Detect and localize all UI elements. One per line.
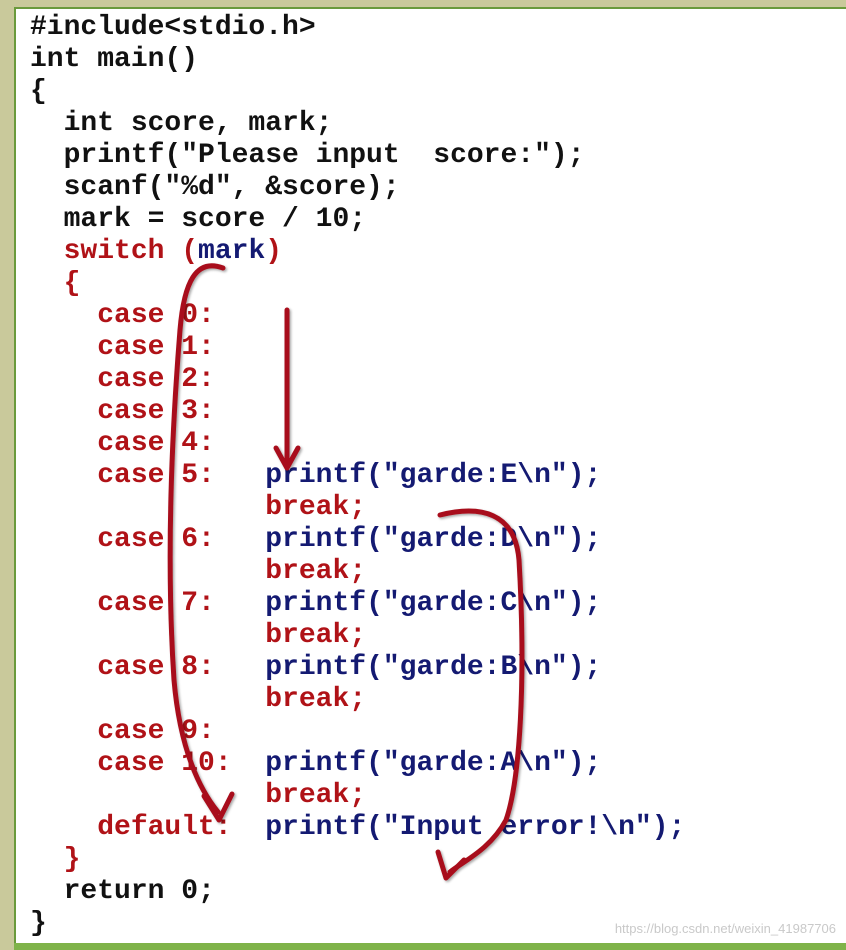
code-token: case 2: — [30, 364, 215, 395]
code-token: switch ( — [30, 236, 199, 267]
code-line: scanf("%d", &score); — [30, 172, 685, 204]
code-line: int score, mark; — [30, 108, 685, 140]
code-token — [30, 780, 265, 811]
code-token: { — [30, 76, 47, 107]
code-token: printf("garde:E\n"); — [265, 460, 602, 491]
code-token: break; — [265, 684, 367, 715]
code-token: printf("garde:D\n"); — [265, 524, 602, 555]
code-token: case 10: — [30, 748, 266, 779]
code-token: ) — [265, 236, 283, 267]
code-token: case 0: — [30, 300, 215, 331]
code-line: switch (mark) — [30, 236, 685, 268]
code-token: return 0; — [30, 876, 215, 907]
code-token: int score, mark; — [30, 108, 333, 139]
code-line: } — [30, 844, 685, 876]
code-token: break; — [265, 780, 367, 811]
code-token — [30, 684, 265, 715]
code-line: break; — [30, 780, 685, 812]
window-left-strip — [0, 0, 14, 950]
code-token: default: — [30, 812, 266, 843]
window-top-strip — [0, 0, 846, 7]
code-token: printf("garde:A\n"); — [265, 748, 602, 779]
code-line: mark = score / 10; — [30, 204, 685, 236]
code-token: break; — [265, 620, 367, 651]
code-line: break; — [30, 620, 685, 652]
watermark: https://blog.csdn.net/weixin_41987706 — [614, 921, 836, 936]
code-token: case 7: — [30, 588, 266, 619]
code-line: { — [30, 268, 685, 300]
code-block: #include<stdio.h>int main(){ int score, … — [30, 12, 685, 940]
code-token: case 9: — [30, 716, 215, 747]
code-line: #include<stdio.h> — [30, 12, 685, 44]
code-token: case 3: — [30, 396, 215, 427]
code-line: break; — [30, 684, 685, 716]
code-token: case 6: — [30, 524, 266, 555]
code-line: printf("Please input score:"); — [30, 140, 685, 172]
code-token: case 4: — [30, 428, 215, 459]
code-token: break; — [265, 492, 367, 523]
code-line: case 8: printf("garde:B\n"); — [30, 652, 685, 684]
code-token: case 1: — [30, 332, 215, 363]
code-token: { — [30, 268, 81, 299]
code-line: case 2: — [30, 364, 685, 396]
code-token: } — [30, 908, 47, 939]
code-line: default: printf("Input error!\n"); — [30, 812, 685, 844]
code-token: } — [30, 844, 81, 875]
code-token: mark — [198, 236, 266, 267]
code-line: case 6: printf("garde:D\n"); — [30, 524, 685, 556]
code-line: { — [30, 76, 685, 108]
code-line: } — [30, 908, 685, 940]
code-line: case 10: printf("garde:A\n"); — [30, 748, 685, 780]
code-token: scanf("%d", &score); — [30, 172, 400, 203]
code-token: case 5: — [30, 460, 266, 491]
code-line: case 1: — [30, 332, 685, 364]
code-line: case 7: printf("garde:C\n"); — [30, 588, 685, 620]
code-token: break; — [265, 556, 367, 587]
code-line: return 0; — [30, 876, 685, 908]
code-token: printf("garde:B\n"); — [265, 652, 602, 683]
code-token: printf("Please input score:"); — [30, 140, 585, 171]
code-line: case 0: — [30, 300, 685, 332]
code-token — [30, 620, 265, 651]
code-line: case 3: — [30, 396, 685, 428]
code-token: case 8: — [30, 652, 266, 683]
slide-bottom-bar — [14, 943, 846, 950]
code-token — [30, 492, 265, 523]
code-token: int main() — [30, 44, 199, 75]
code-token: printf("Input error!\n"); — [265, 812, 686, 843]
code-token: mark = score / 10; — [30, 204, 367, 235]
code-slide — [14, 7, 846, 943]
code-line: int main() — [30, 44, 685, 76]
code-token: #include<stdio.h> — [30, 12, 316, 43]
code-line: break; — [30, 556, 685, 588]
code-line: case 4: — [30, 428, 685, 460]
code-token — [30, 556, 265, 587]
code-token: printf("garde:C\n"); — [265, 588, 602, 619]
code-line: case 9: — [30, 716, 685, 748]
code-line: case 5: printf("garde:E\n"); — [30, 460, 685, 492]
code-line: break; — [30, 492, 685, 524]
